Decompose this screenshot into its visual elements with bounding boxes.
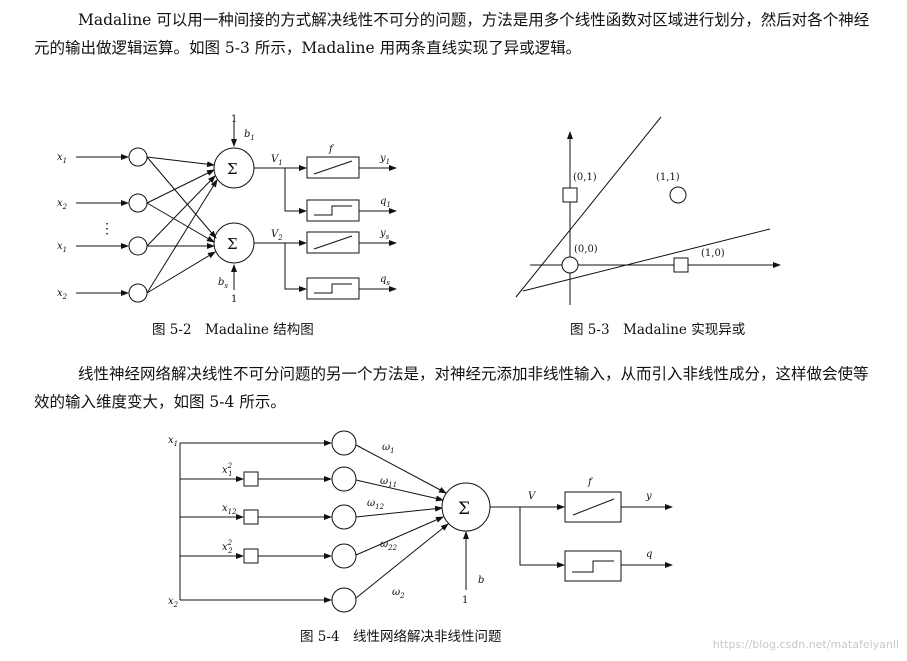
- product-block-x12: [243, 509, 259, 525]
- paragraph-2-text: 线性神经网络解决线性不可分问题的另一个方法是，对神经元添加非线性输入，从而引入非…: [34, 365, 869, 411]
- svg-text:ω22: ω22: [380, 539, 398, 552]
- svg-text:(0,1): (0,1): [573, 172, 597, 183]
- svg-text:b1: b1: [244, 129, 255, 142]
- point-0-0-circle: [561, 256, 579, 274]
- square-block-x1sq: [243, 471, 259, 487]
- svg-text:ω12: ω12: [367, 498, 385, 511]
- input-node: [128, 283, 148, 303]
- step-block: [564, 550, 622, 582]
- sigma: Σ: [458, 499, 470, 519]
- svg-text:V1: V1: [271, 154, 283, 167]
- svg-text:1: 1: [462, 595, 468, 606]
- paragraph-2: 线性神经网络解决线性不可分问题的另一个方法是，对神经元添加非线性输入，从而引入非…: [34, 360, 879, 416]
- svg-text:x22: x22: [222, 539, 233, 555]
- svg-text:x2: x2: [57, 288, 68, 301]
- input-node: [331, 504, 357, 530]
- svg-text:x21: x21: [222, 462, 233, 478]
- svg-text:x12: x12: [222, 503, 237, 516]
- svg-text:y1: y1: [379, 153, 390, 166]
- svg-text:b: b: [478, 575, 484, 586]
- sigma-1: Σ: [227, 160, 238, 178]
- square-block-x2sq: [243, 548, 259, 564]
- decision-line-1: [515, 116, 662, 298]
- svg-text:ω1: ω1: [382, 442, 395, 455]
- figure-5-4-caption: 图 5-4 线性网络解决非线性问题: [300, 629, 502, 645]
- svg-text:y: y: [645, 491, 652, 502]
- svg-text:V: V: [528, 491, 537, 502]
- figure-5-4-nonlinear-network: [179, 430, 673, 613]
- input-node: [128, 147, 148, 167]
- input-node: [331, 543, 357, 569]
- svg-text:f: f: [328, 144, 335, 155]
- svg-text:(1,1): (1,1): [656, 172, 680, 183]
- svg-text:x1: x1: [57, 241, 67, 254]
- vdots: ⋮: [100, 221, 114, 237]
- input-node: [331, 587, 357, 613]
- decision-line-2: [522, 228, 771, 292]
- input-node: [331, 466, 357, 492]
- paragraph-1: Madaline 可以用一种间接的方式解决线性不可分的问题，方法是用多个线性函数…: [34, 6, 879, 62]
- svg-text:x2: x2: [57, 198, 68, 211]
- svg-text:q: q: [646, 549, 652, 560]
- svg-text:qs: qs: [380, 274, 390, 287]
- step-block-1: [306, 199, 360, 222]
- svg-text:x1: x1: [168, 435, 178, 448]
- input-node: [128, 193, 148, 213]
- watermark: https://blog.csdn.net/matafeiyanll: [712, 638, 899, 651]
- figure-5-2-madaline-structure: [76, 120, 397, 303]
- svg-text:x2: x2: [168, 596, 179, 609]
- figure-5-3-caption: 图 5-3 Madaline 实现异或: [570, 322, 745, 338]
- paragraph-1-text: Madaline 可以用一种间接的方式解决线性不可分的问题，方法是用多个线性函数…: [34, 11, 870, 57]
- svg-text:(1,0): (1,0): [701, 248, 725, 259]
- figure-5-2-caption: 图 5-2 Madaline 结构图: [152, 322, 314, 338]
- input-node: [128, 236, 148, 256]
- figure-5-3-xor: [515, 116, 781, 305]
- svg-text:1: 1: [231, 294, 237, 305]
- svg-text:ω2: ω2: [392, 587, 405, 600]
- point-1-0-square: [673, 257, 689, 273]
- input-node: [331, 430, 357, 456]
- svg-text:bs: bs: [218, 277, 228, 290]
- point-1-1-circle: [669, 186, 687, 204]
- figure-5-2-labels: x1 x2 x1 x2 ⋮ Σ Σ 1 b1 bs 1 V1 V2 f y1 q…: [57, 114, 391, 338]
- sigma-2: Σ: [227, 235, 238, 253]
- svg-text:q1: q1: [380, 196, 391, 209]
- svg-text:f: f: [587, 477, 594, 488]
- step-block-2: [306, 277, 360, 300]
- svg-text:ω11: ω11: [380, 476, 397, 489]
- svg-text:1: 1: [231, 114, 237, 125]
- svg-text:V2: V2: [271, 229, 283, 242]
- svg-text:x1: x1: [57, 152, 67, 165]
- svg-text:(0,0): (0,0): [574, 244, 598, 255]
- figure-5-3-labels: (0,1) (1,1) (0,0) (1,0) 图 5-3 Madaline 实…: [570, 172, 745, 338]
- point-0-1-square: [562, 187, 578, 203]
- svg-text:ys: ys: [379, 228, 390, 241]
